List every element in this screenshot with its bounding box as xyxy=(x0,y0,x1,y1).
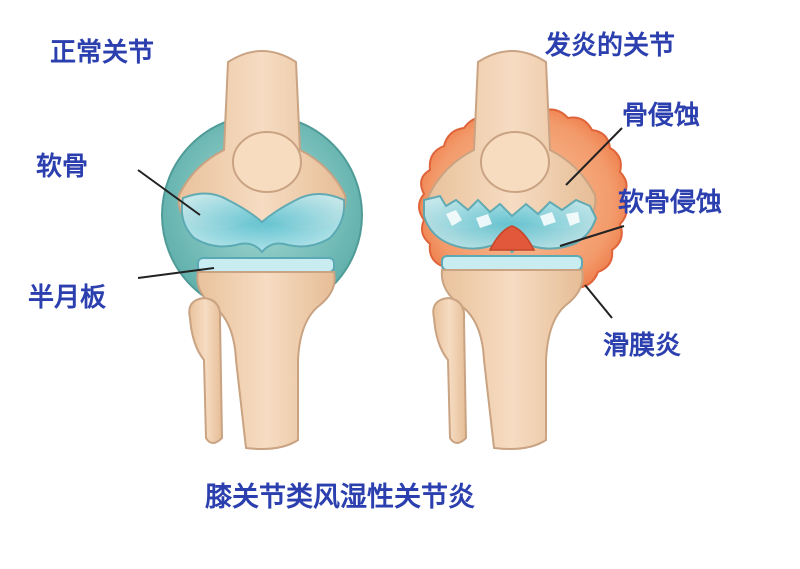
inflamed-fibula xyxy=(432,296,468,444)
inflammation-wedge xyxy=(488,225,536,251)
inflamed-meniscus xyxy=(441,255,583,271)
label-cartilage-erosion: 软骨侵蚀 xyxy=(618,188,723,218)
inflamed-patella xyxy=(480,131,550,193)
label-meniscus: 半月板 xyxy=(28,283,107,313)
diagram-title: 膝关节类风湿性关节炎 xyxy=(205,482,475,513)
normal-patella xyxy=(232,131,302,193)
leader-lines xyxy=(137,127,625,319)
leader-meniscus xyxy=(137,267,215,279)
leader-synovitis xyxy=(584,284,613,319)
leader-bone-erosion xyxy=(565,127,623,186)
normal-cartilage xyxy=(180,192,346,254)
label-cartilage: 软骨 xyxy=(36,152,89,182)
label-synovitis: 滑膜炎 xyxy=(603,331,682,361)
inflamed-joint xyxy=(418,50,628,450)
normal-meniscus xyxy=(197,257,335,273)
cartilage-erosion-holes xyxy=(446,210,580,228)
normal-joint xyxy=(161,50,363,450)
label-inflamed-joint: 发炎的关节 xyxy=(545,31,676,61)
normal-fibula xyxy=(188,296,224,444)
leader-cartilage xyxy=(137,169,201,216)
label-normal-joint: 正常关节 xyxy=(50,38,155,68)
label-bone-erosion: 骨侵蚀 xyxy=(622,101,701,131)
leader-cartilage-erosion xyxy=(559,225,625,247)
